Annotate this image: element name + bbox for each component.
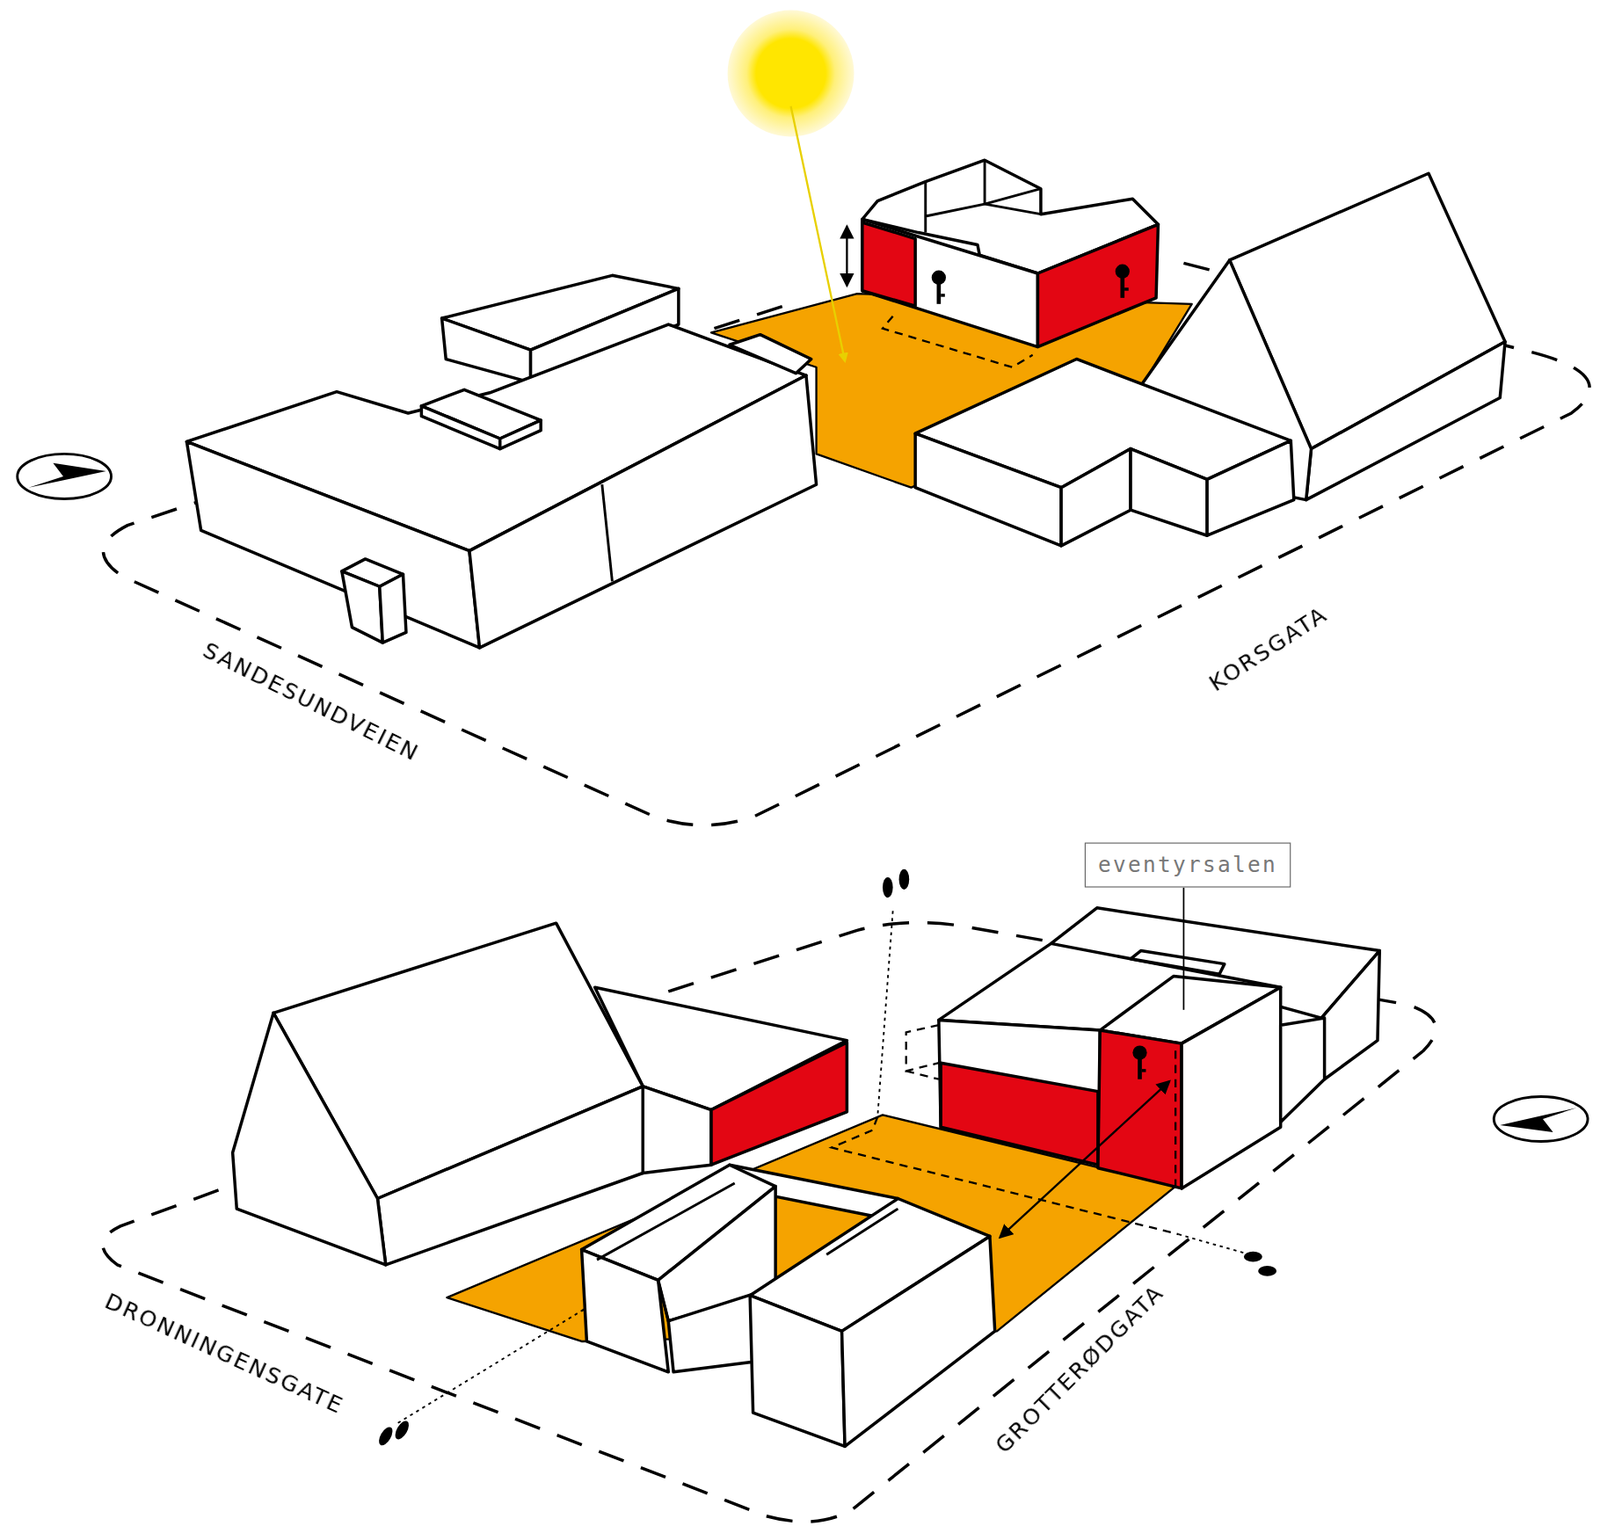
- eventyrsalen-building-part: [906, 1025, 939, 1080]
- sun-part: [727, 10, 855, 138]
- distance-arrow-part: [999, 1081, 1170, 1238]
- eventyrsalen-building-part: [940, 1062, 1099, 1165]
- distance-arrow: [999, 1081, 1170, 1238]
- existing-building-part: [379, 574, 407, 643]
- new-building-part: [862, 218, 1039, 347]
- street-boundary: [102, 923, 1436, 1523]
- new-building-part: [862, 222, 916, 306]
- new-building: [862, 160, 1159, 347]
- key-symbol-part: [1124, 287, 1129, 291]
- north-arrow-part: [1499, 1107, 1577, 1133]
- front-building: [581, 1164, 996, 1447]
- footprints-part: [392, 1418, 412, 1442]
- eventyrsalen-building-part: [1174, 1050, 1177, 1189]
- front-building-part: [668, 1293, 756, 1372]
- gable-house-part: [232, 1012, 386, 1266]
- l-building-part: [1061, 449, 1131, 546]
- north-arrow-part: [1493, 1096, 1588, 1142]
- sun: [727, 10, 855, 362]
- name-box: eventyrsalen: [1084, 843, 1291, 888]
- street-name: SANDESUNDVEIEN: [198, 637, 424, 767]
- eventyrsalen-building-part: [1321, 951, 1380, 1080]
- footprints-part: [882, 877, 894, 898]
- leader-line-part: [1183, 887, 1186, 1011]
- sun-part: [760, 43, 822, 105]
- key-symbol: [931, 264, 1130, 305]
- key-symbol-part: [1120, 275, 1125, 299]
- eventyrsalen-building-part: [1137, 1056, 1142, 1080]
- existing-building-part: [186, 441, 480, 648]
- walking-route-part: [877, 910, 893, 1117]
- street-name: KORSGATA: [1204, 601, 1332, 697]
- footprints-part: [376, 1425, 396, 1448]
- l-building: [915, 358, 1295, 546]
- eventyrsalen-building-part: [1141, 1069, 1147, 1072]
- existing-building-part: [341, 571, 383, 643]
- room-name: eventyrsalen: [1098, 852, 1278, 878]
- footprints: [376, 869, 1277, 1448]
- height-arrow: [846, 226, 848, 286]
- walking-route-part: [1178, 1234, 1251, 1255]
- footprints-part: [1243, 1251, 1263, 1263]
- front-building-part: [581, 1250, 670, 1373]
- l-building-part: [1207, 440, 1295, 536]
- attached-building-part: [642, 1086, 712, 1174]
- footprints-part: [1258, 1265, 1277, 1277]
- eventyrsalen-building-part: [938, 1019, 1100, 1165]
- north-arrow: [17, 453, 112, 499]
- existing-building-part: [421, 406, 500, 450]
- new-building-part: [1037, 224, 1158, 347]
- existing-building: [186, 275, 816, 648]
- walking-route-part: [398, 1310, 582, 1424]
- existing-building-part: [500, 420, 541, 449]
- gable-house-part: [1306, 341, 1506, 501]
- attached-building-part: [711, 1042, 847, 1165]
- leader-line: [1183, 887, 1185, 1011]
- l-building-part: [915, 433, 1062, 546]
- existing-building-part: [442, 318, 531, 383]
- existing-building-part: [729, 334, 812, 374]
- eventyrsalen-building-part: [1280, 1018, 1325, 1122]
- gable-house: [232, 923, 644, 1266]
- north-arrow-part: [28, 463, 106, 488]
- key-symbol-part: [937, 281, 942, 305]
- l-building-part: [1130, 449, 1208, 537]
- key-symbol-part: [940, 293, 946, 297]
- eventyrsalen-building: [906, 908, 1381, 1189]
- north-arrow: [1493, 1096, 1588, 1142]
- front-building-part: [842, 1236, 996, 1447]
- street-boundary-part: [102, 923, 1436, 1523]
- new-building-part: [925, 160, 1041, 233]
- eventyrsalen-building-part: [1181, 987, 1281, 1189]
- footprints-part: [899, 869, 910, 890]
- front-building-part: [596, 1183, 898, 1322]
- front-building-part: [749, 1295, 845, 1448]
- height-arrow-part: [845, 226, 848, 286]
- eventyrsalen-building-part: [1130, 951, 1225, 975]
- north-arrow-part: [17, 453, 112, 499]
- existing-building-part: [602, 484, 613, 582]
- sun-part: [791, 106, 846, 362]
